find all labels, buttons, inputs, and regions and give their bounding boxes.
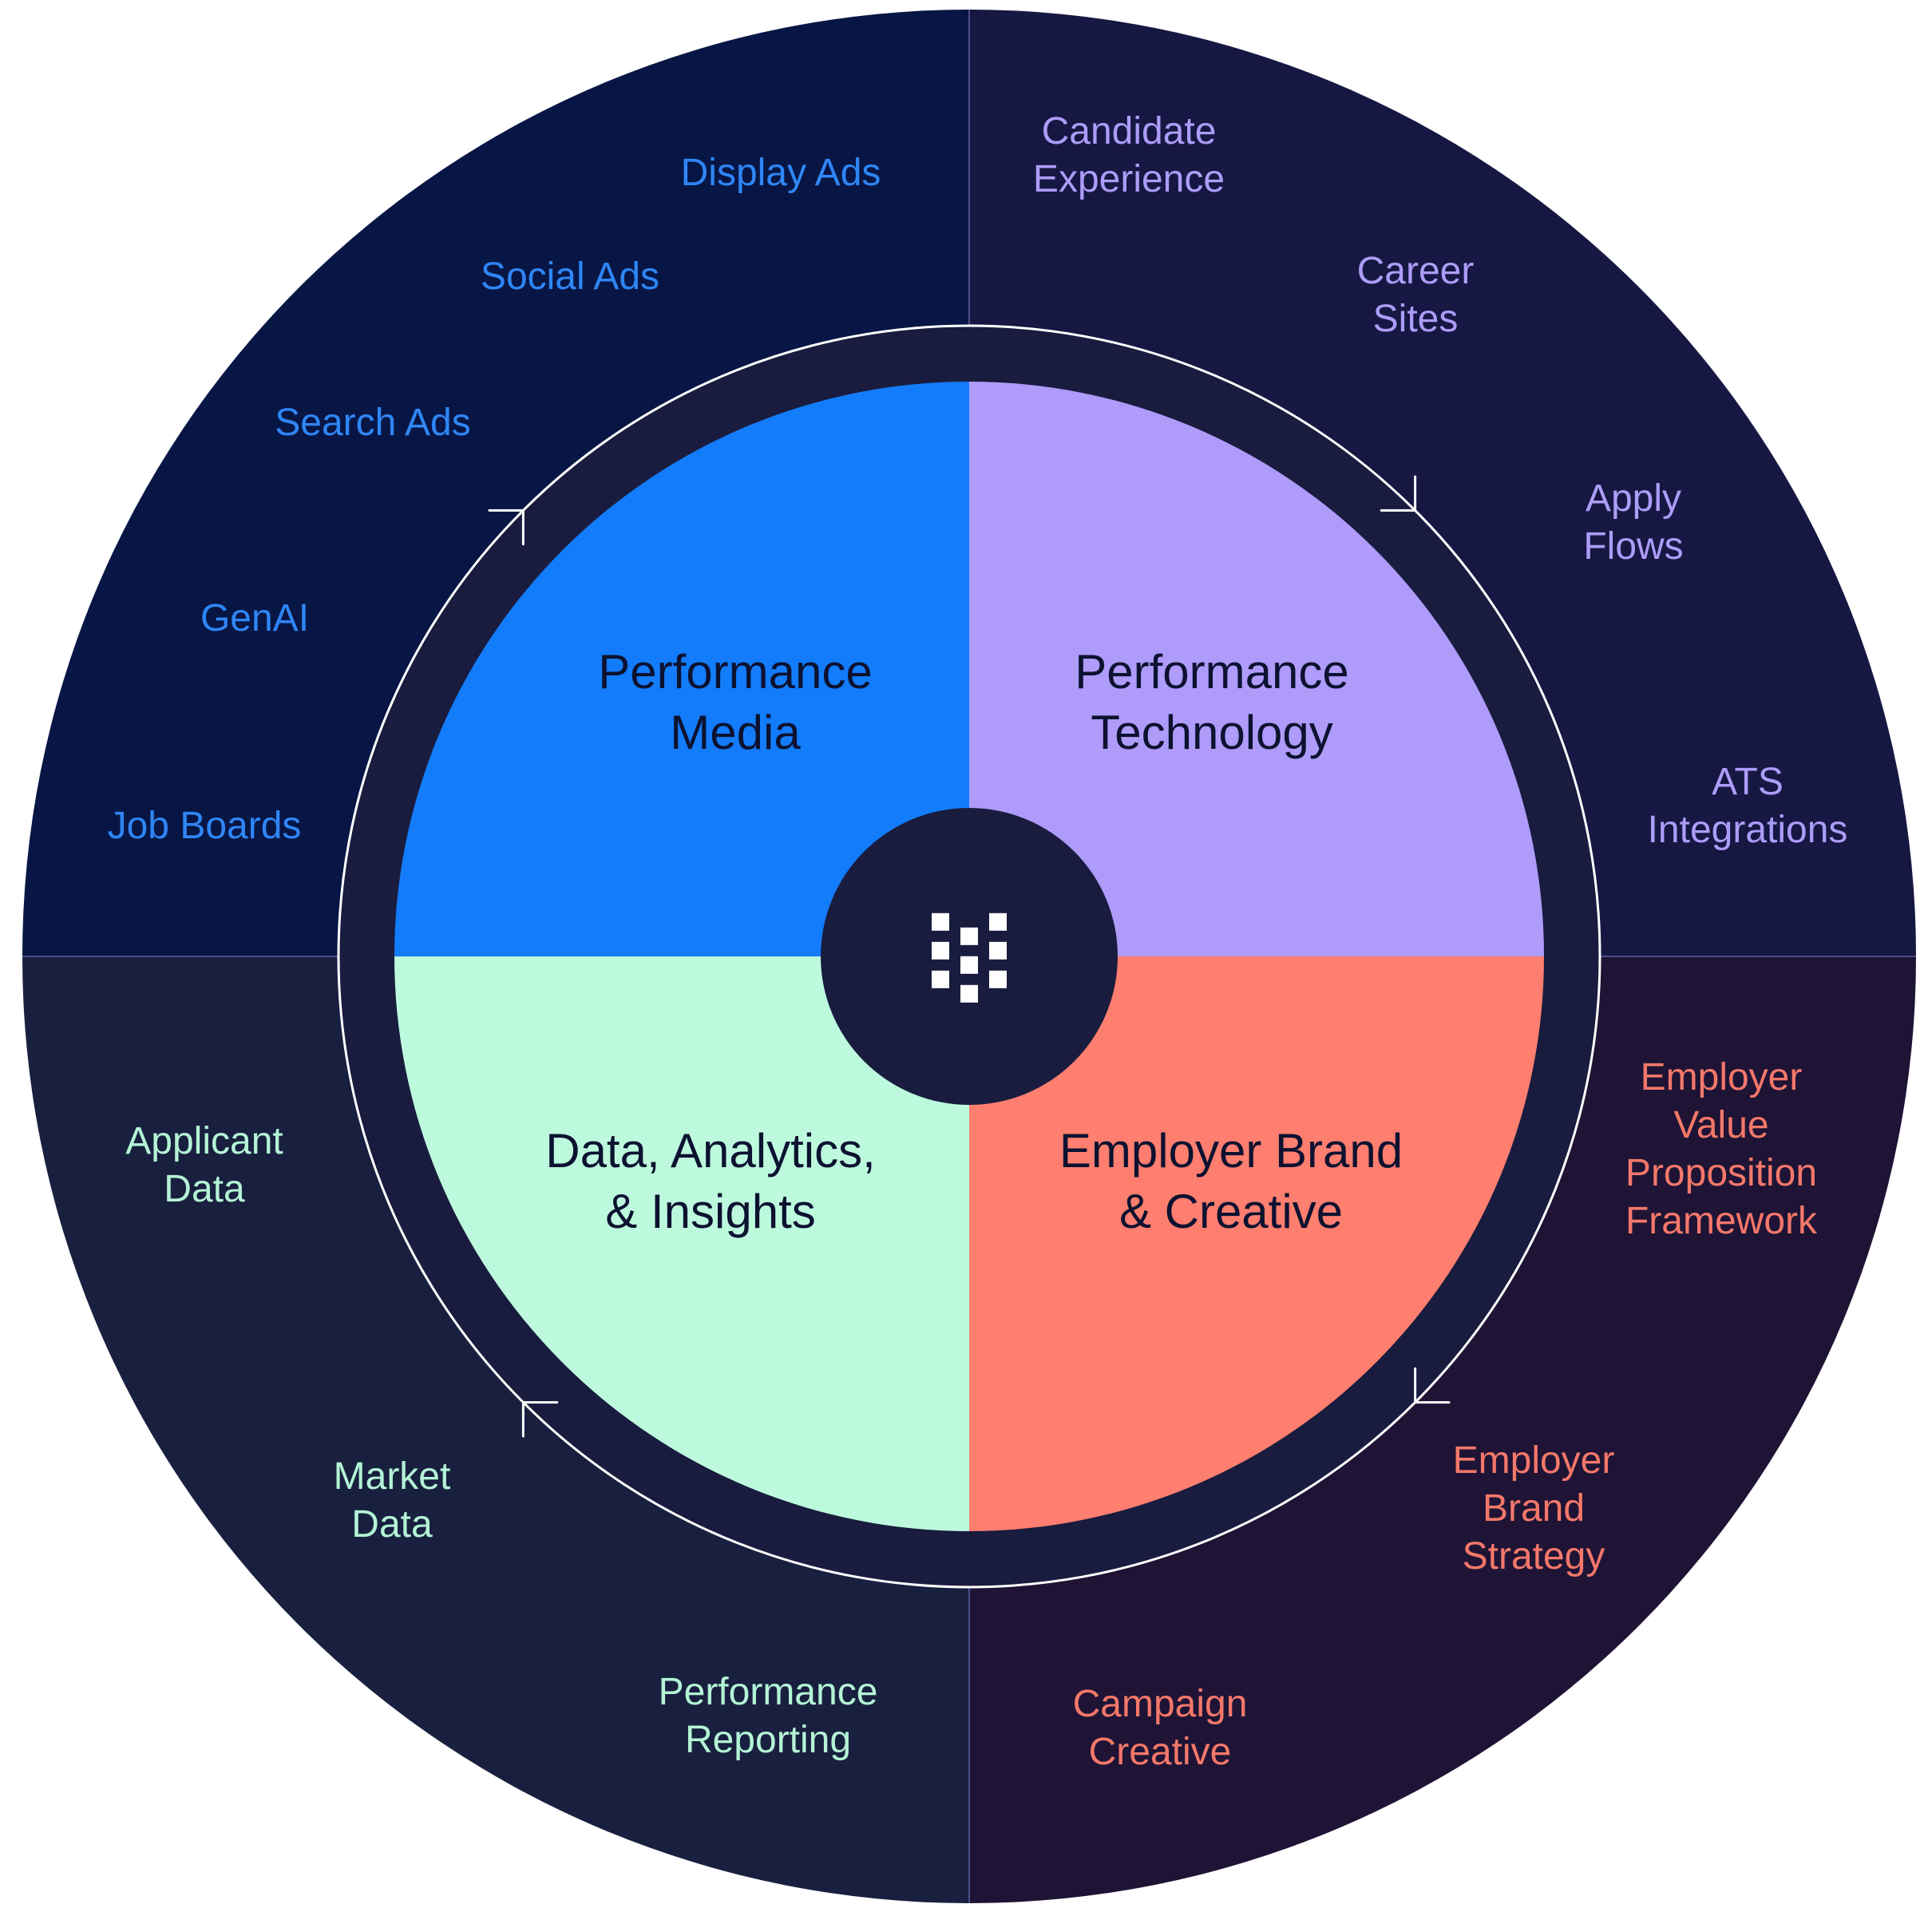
service-item-data-line: Applicant bbox=[125, 1120, 283, 1162]
quadrant-title-media-line: Media bbox=[670, 706, 801, 759]
center-hub bbox=[821, 808, 1118, 1105]
service-item-technology-line: ATS bbox=[1712, 761, 1784, 803]
service-item-media: Job Boards bbox=[108, 805, 302, 847]
inner-quadrant-media bbox=[394, 382, 969, 956]
service-item-data-line: Performance bbox=[659, 1671, 878, 1713]
cycle-arrow-icon bbox=[1414, 1367, 1451, 1404]
service-item-brand-line: Proposition bbox=[1625, 1152, 1817, 1194]
service-item-technology-line: Integrations bbox=[1648, 809, 1848, 851]
service-item-technology-line: Flows bbox=[1583, 525, 1683, 568]
service-item-brand-line: Brand bbox=[1483, 1487, 1585, 1530]
inner-quadrant-brand bbox=[969, 956, 1544, 1531]
service-item-data-line: Reporting bbox=[685, 1719, 851, 1761]
inner-quadrants bbox=[394, 382, 1544, 1531]
service-item-media-line: Search Ads bbox=[275, 402, 470, 444]
inner-quadrant-data bbox=[394, 956, 969, 1531]
quadrant-title-data: Data, Analytics, & Insights bbox=[545, 1124, 876, 1238]
cycle-arrow-icon bbox=[521, 1401, 559, 1438]
service-item-brand-line: Value bbox=[1673, 1104, 1768, 1146]
service-item-technology-line: Sites bbox=[1373, 298, 1459, 340]
service-item-media: Social Ads bbox=[481, 255, 659, 298]
service-item-data-line: Market bbox=[334, 1455, 451, 1498]
service-item-brand-line: Campaign bbox=[1073, 1683, 1248, 1725]
logo-mark-icon bbox=[932, 912, 1007, 1003]
service-item-media: Display Ads bbox=[681, 152, 881, 194]
service-item-brand-line: Employer bbox=[1641, 1056, 1803, 1099]
quadrant-title-brand: Employer Brand & Creative bbox=[1059, 1124, 1403, 1238]
service-item-media-line: Job Boards bbox=[108, 805, 302, 847]
service-item-media: GenAI bbox=[200, 597, 309, 639]
quadrant-title-data-line: & Insights bbox=[605, 1185, 815, 1238]
service-item-brand-line: Strategy bbox=[1463, 1535, 1605, 1578]
quadrant-title-technology-line: Technology bbox=[1091, 706, 1333, 759]
service-item-media-line: GenAI bbox=[200, 597, 309, 639]
service-item-technology-line: Career bbox=[1357, 250, 1475, 292]
service-item-technology-line: Apply bbox=[1586, 477, 1681, 520]
service-item-technology-line: Experience bbox=[1033, 158, 1225, 200]
service-item-technology-line: Candidate bbox=[1042, 110, 1217, 152]
inner-quadrant-technology bbox=[969, 382, 1544, 956]
service-item-brand-line: Framework bbox=[1625, 1200, 1818, 1242]
cycle-arrow-icon bbox=[1380, 475, 1417, 512]
service-item-technology: ATS Integrations bbox=[1648, 761, 1848, 851]
service-item-brand-line: Creative bbox=[1089, 1731, 1232, 1773]
service-item-media-line: Display Ads bbox=[681, 152, 881, 194]
service-item-brand-line: Employer bbox=[1453, 1439, 1615, 1482]
service-item-media-line: Social Ads bbox=[481, 255, 659, 298]
service-item-data-line: Data bbox=[351, 1503, 433, 1546]
quadrant-title-technology-line: Performance bbox=[1075, 645, 1348, 699]
quadrant-title-data-line: Data, Analytics, bbox=[545, 1124, 876, 1178]
service-item-data-line: Data bbox=[164, 1168, 245, 1210]
quadrant-title-brand-line: & Creative bbox=[1119, 1185, 1343, 1238]
cycle-ring bbox=[337, 324, 1601, 1589]
service-item-media: Search Ads bbox=[275, 402, 470, 444]
quadrant-title-media-line: Performance bbox=[598, 645, 872, 699]
cycle-arrow-icon bbox=[488, 509, 525, 546]
quadrant-title-brand-line: Employer Brand bbox=[1059, 1124, 1403, 1178]
